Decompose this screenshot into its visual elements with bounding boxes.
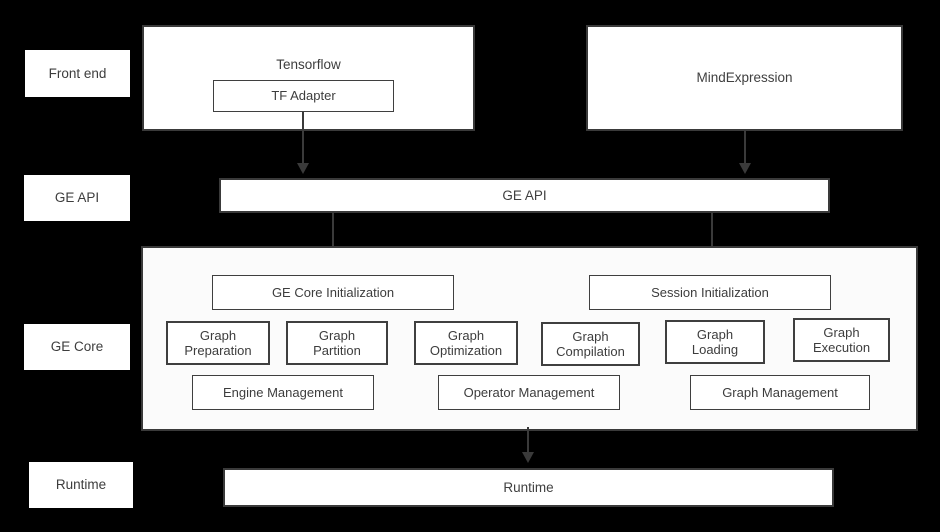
- layer-label-ge-core: GE Core: [24, 324, 130, 370]
- module-session-initialization[interactable]: Session Initialization: [589, 275, 831, 310]
- module-graph-preparation[interactable]: Graph Preparation: [166, 321, 270, 365]
- module-graph-compilation[interactable]: Graph Compilation: [541, 322, 640, 366]
- module-tf-adapter[interactable]: TF Adapter: [213, 80, 394, 112]
- module-graph-execution[interactable]: Graph Execution: [793, 318, 890, 362]
- connector-mindexpression-to-ge-api-arrow: [739, 163, 751, 174]
- connector-tf-adapter-to-ge-api-arrow: [297, 163, 309, 174]
- module-graph-optimization[interactable]: Graph Optimization: [414, 321, 518, 365]
- connector-ge-api-to-core-init-line: [332, 213, 334, 255]
- connector-ge-core-to-runtime-line: [527, 427, 529, 456]
- module-ge-core-initialization[interactable]: GE Core Initialization: [212, 275, 454, 310]
- connector-tf-adapter-to-ge-api-line: [302, 112, 304, 168]
- ge-api-bar[interactable]: GE API: [219, 178, 830, 213]
- framework-panel-tensorflow[interactable]: Tensorflow: [142, 25, 475, 131]
- runtime-bar[interactable]: Runtime: [223, 468, 834, 507]
- module-operator-management[interactable]: Operator Management: [438, 375, 620, 410]
- module-graph-management[interactable]: Graph Management: [690, 375, 870, 410]
- module-graph-loading[interactable]: Graph Loading: [665, 320, 765, 364]
- framework-title-tensorflow: Tensorflow: [276, 57, 341, 72]
- layer-label-runtime: Runtime: [29, 462, 133, 508]
- connector-mindexpression-to-ge-api-line: [744, 131, 746, 168]
- framework-panel-mindexpression[interactable]: MindExpression: [586, 25, 903, 131]
- layer-label-front-end: Front end: [25, 50, 130, 97]
- layer-label-ge-api: GE API: [24, 175, 130, 221]
- connector-ge-core-to-runtime-arrow: [522, 452, 534, 463]
- module-engine-management[interactable]: Engine Management: [192, 375, 374, 410]
- connector-ge-api-to-session-init-line: [711, 213, 713, 255]
- module-graph-partition[interactable]: Graph Partition: [286, 321, 388, 365]
